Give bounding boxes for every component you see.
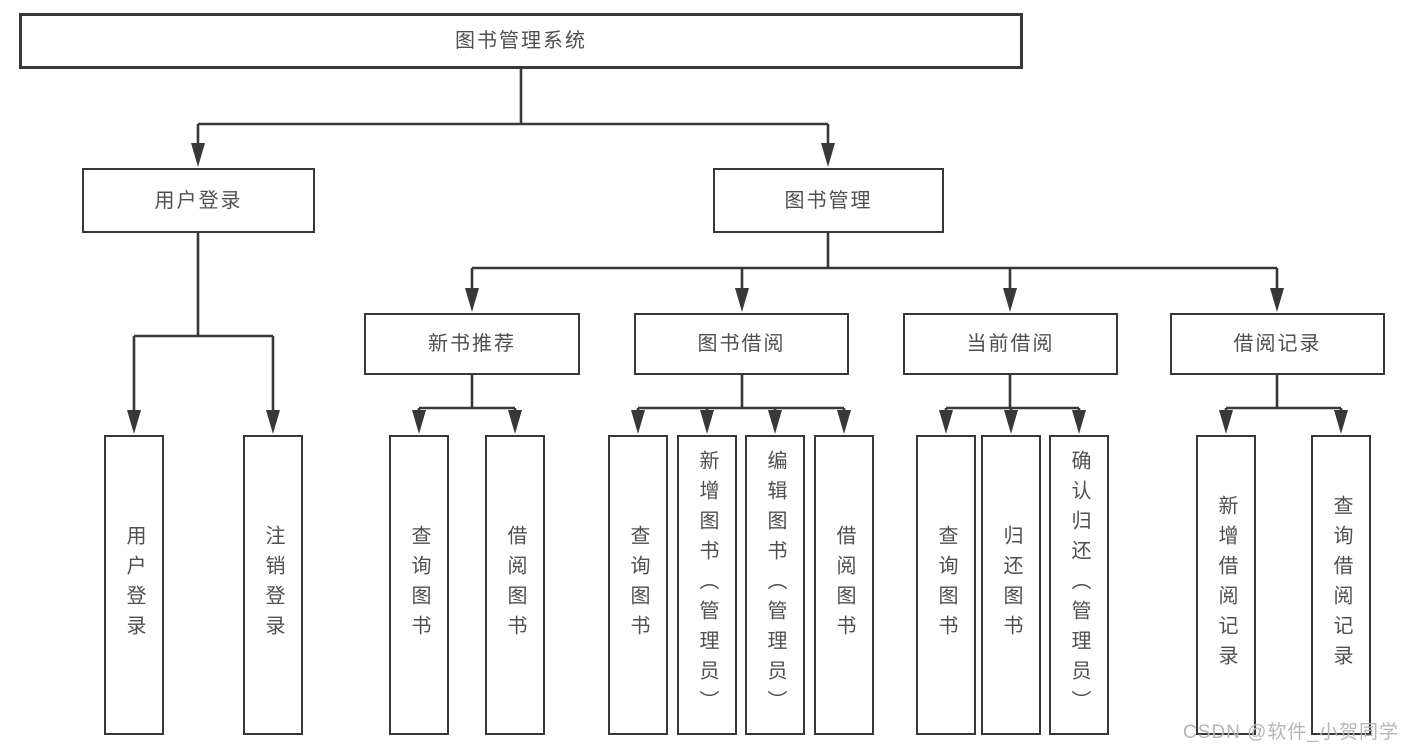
leaf-user-login-label: 用户登录 <box>123 525 145 645</box>
leaf-recommend-query-books: 查询图书 <box>389 435 449 735</box>
leaf-logout-label: 注销登录 <box>262 525 284 645</box>
node-book-management: 图书管理 <box>713 168 944 233</box>
node-book-borrow: 图书借阅 <box>634 313 849 375</box>
connector-borrow-to-leaves <box>631 375 851 434</box>
node-current-borrow: 当前借阅 <box>903 313 1118 375</box>
leaf-current-query-books: 查询图书 <box>916 435 976 735</box>
node-user-login: 用户登录 <box>82 168 315 233</box>
leaf-user-login: 用户登录 <box>104 435 164 735</box>
connector-recommend-to-leaves <box>412 375 522 434</box>
leaf-current-return-books: 归还图书 <box>981 435 1041 735</box>
leaf-logout: 注销登录 <box>243 435 303 735</box>
leaf-borrow-query-books-label: 查询图书 <box>627 525 649 645</box>
leaf-records-add-record: 新增借阅记录 <box>1196 435 1256 735</box>
leaf-current-return-books-label: 归还图书 <box>1000 525 1022 645</box>
connector-root-to-level2 <box>191 69 835 167</box>
csdn-watermark: CSDN @软件_小贺同学 <box>1183 722 1399 743</box>
connector-records-to-leaves <box>1219 375 1348 434</box>
leaf-borrow-add-books-admin: 新增图书（管理员） <box>677 435 737 735</box>
leaf-borrow-borrow-books: 借阅图书 <box>814 435 874 735</box>
leaf-records-query-record-label: 查询借阅记录 <box>1330 495 1352 675</box>
leaf-borrow-add-books-admin-label: 新增图书（管理员） <box>696 450 718 720</box>
connector-book-management-to-level3 <box>465 233 1284 312</box>
connector-user-login-to-leaves <box>127 233 280 434</box>
leaf-recommend-borrow-books-label: 借阅图书 <box>504 525 526 645</box>
leaf-records-query-record: 查询借阅记录 <box>1311 435 1371 735</box>
leaf-recommend-query-books-label: 查询图书 <box>408 525 430 645</box>
leaf-borrow-edit-books-admin-label: 编辑图书（管理员） <box>764 450 786 720</box>
node-root-library-management-system: 图书管理系统 <box>19 13 1023 69</box>
leaf-current-confirm-return-admin: 确认归还（管理员） <box>1049 435 1109 735</box>
leaf-records-add-record-label: 新增借阅记录 <box>1215 495 1237 675</box>
leaf-borrow-edit-books-admin: 编辑图书（管理员） <box>745 435 805 735</box>
node-new-book-recommend: 新书推荐 <box>364 313 580 375</box>
leaf-current-confirm-return-admin-label: 确认归还（管理员） <box>1068 450 1090 720</box>
leaf-borrow-query-books: 查询图书 <box>608 435 668 735</box>
connector-current-to-leaves <box>939 375 1086 434</box>
leaf-current-query-books-label: 查询图书 <box>935 525 957 645</box>
node-borrow-records: 借阅记录 <box>1170 313 1385 375</box>
leaf-recommend-borrow-books: 借阅图书 <box>485 435 545 735</box>
leaf-borrow-borrow-books-label: 借阅图书 <box>833 525 855 645</box>
